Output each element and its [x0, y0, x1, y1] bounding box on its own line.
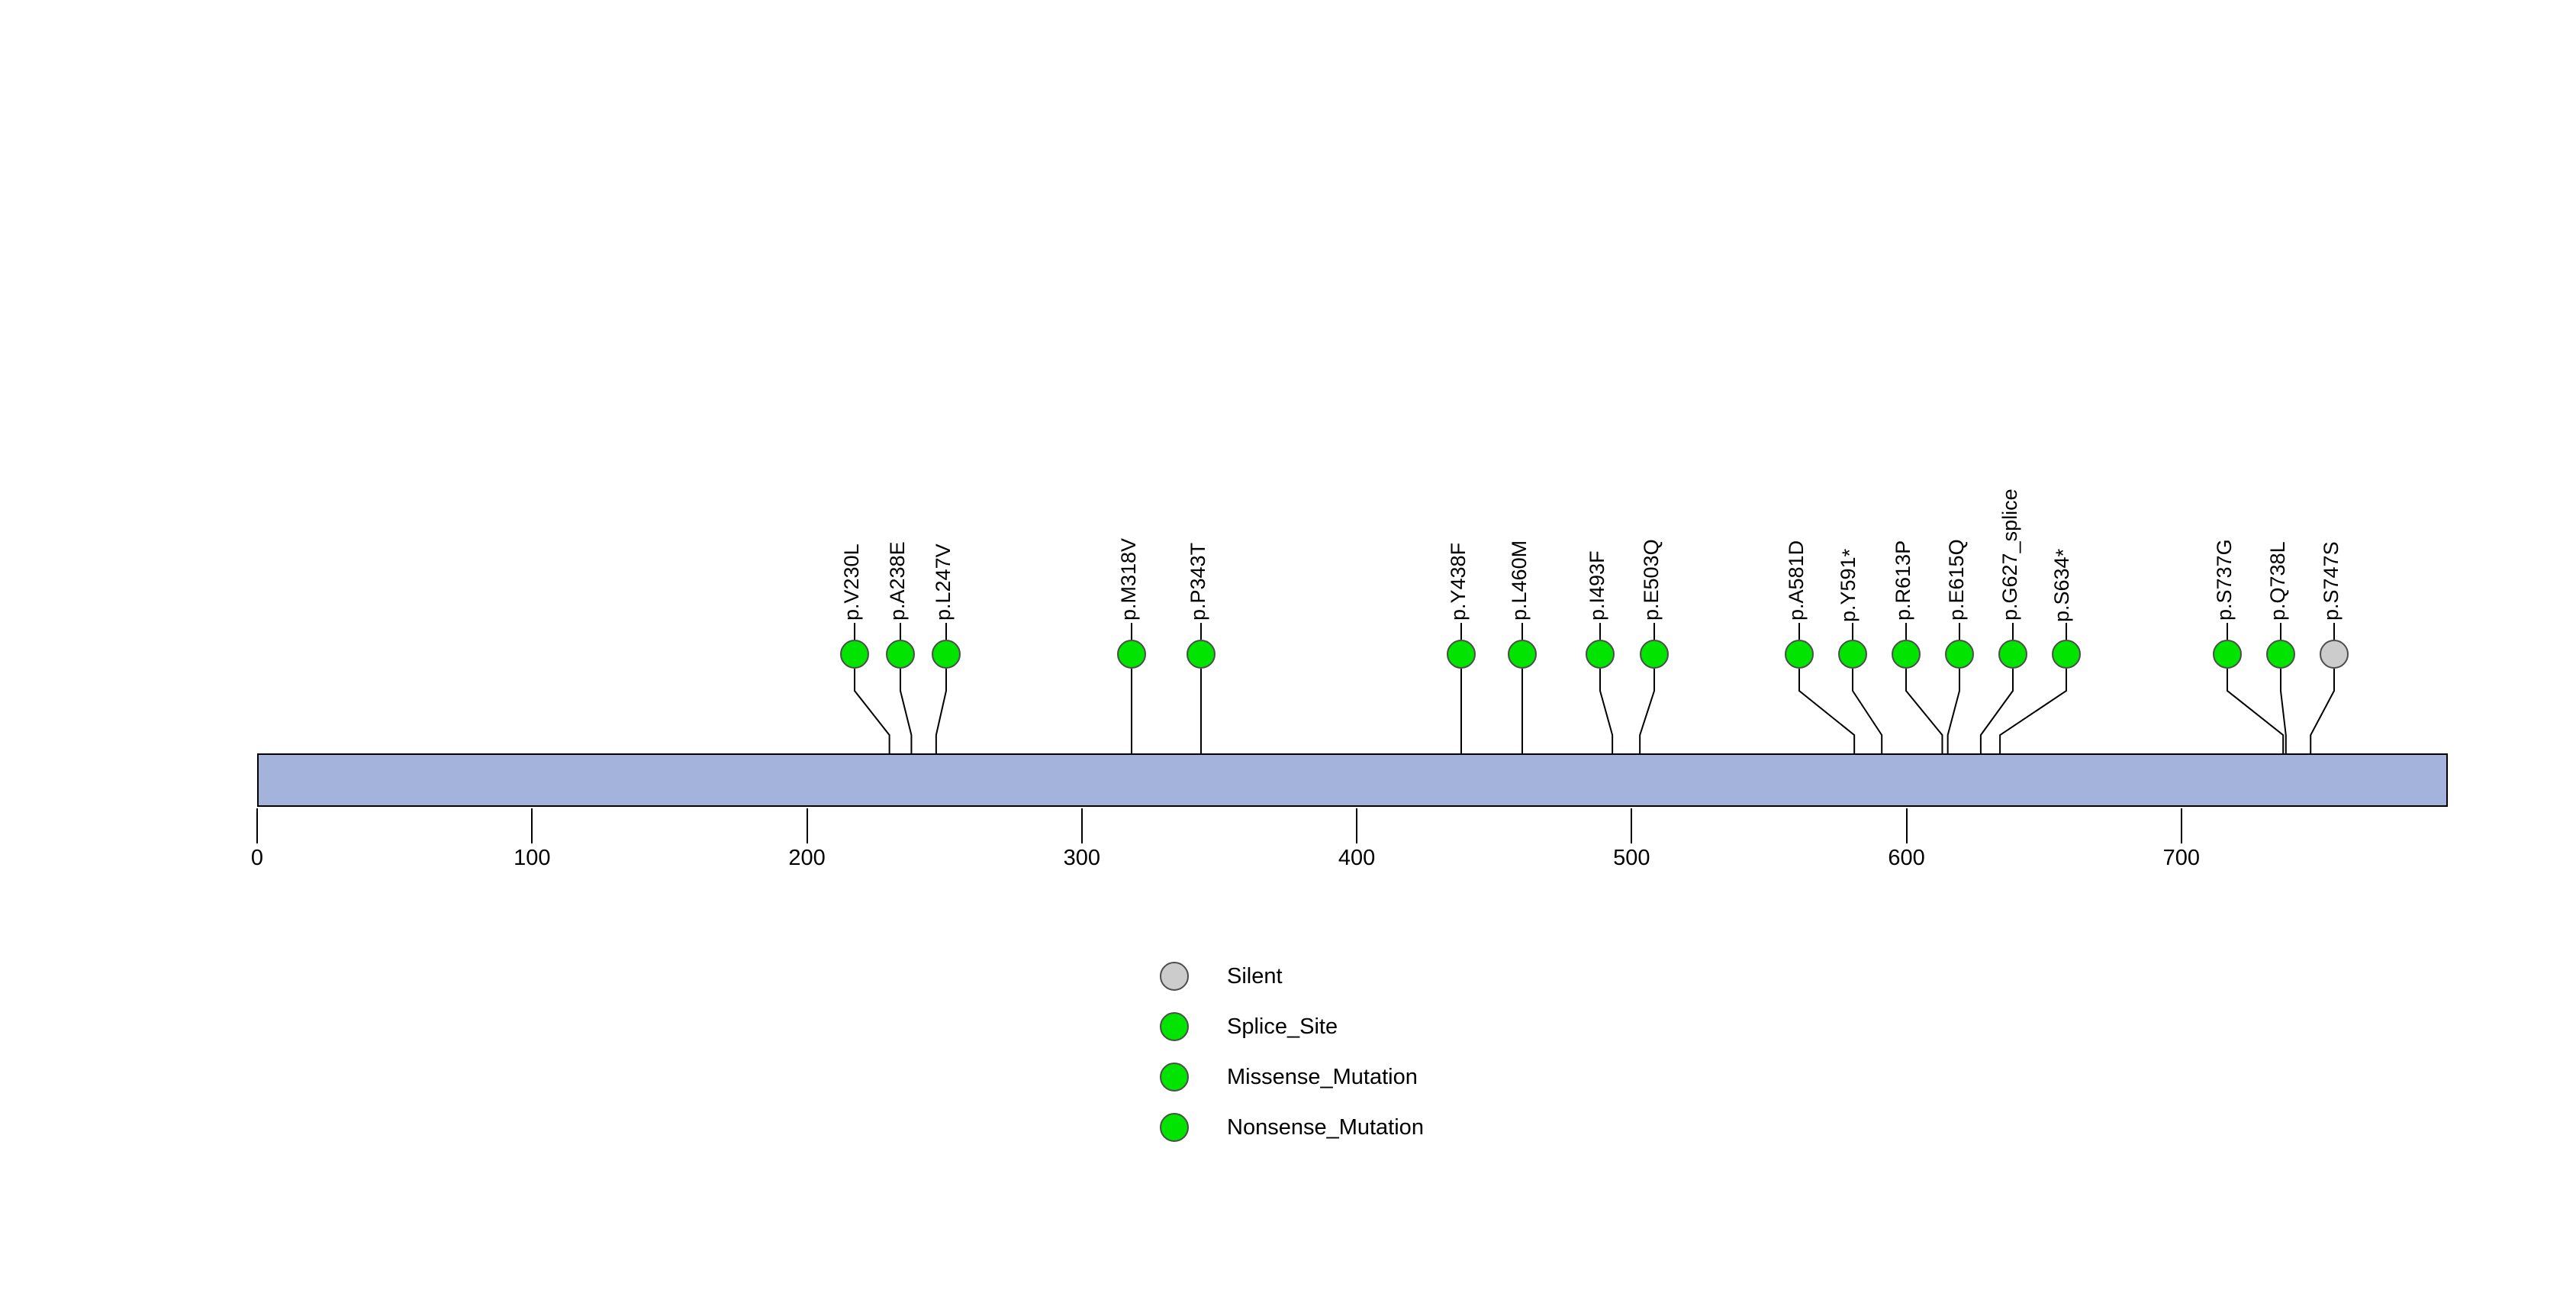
mutation-label: p.Y438F — [1447, 542, 1470, 621]
mutation-label: p.G627_splice — [1998, 489, 2021, 621]
lollipop-head[interactable] — [2266, 640, 2295, 669]
lollipop-head[interactable] — [1892, 640, 1921, 669]
lollipop-head[interactable] — [932, 640, 961, 669]
axis-tick — [1905, 808, 1908, 843]
lollipop-head[interactable] — [2052, 640, 2081, 669]
mutation-label: p.S737G — [2213, 539, 2236, 621]
axis-tick — [806, 808, 808, 843]
lollipop-head[interactable] — [1998, 640, 2027, 669]
mutation-label: p.R613P — [1892, 540, 1914, 621]
lollipop-head[interactable] — [2320, 640, 2349, 669]
axis-tick-label: 600 — [1888, 846, 1925, 870]
lollipop-head[interactable] — [1785, 640, 1814, 669]
axis-tick-label: 500 — [1613, 846, 1650, 870]
axis-tick-label: 100 — [514, 846, 551, 870]
mutation-label: p.V230L — [840, 543, 863, 621]
legend-label: Splice_Site — [1227, 1014, 1338, 1039]
lollipop-head[interactable] — [886, 640, 915, 669]
mutation-label: p.S634* — [2050, 548, 2075, 622]
mutation-label: p.A238E — [886, 541, 909, 621]
axis-tick — [1631, 808, 1633, 843]
lollipop-head[interactable] — [1187, 640, 1216, 669]
mutation-label: p.L460M — [1508, 540, 1531, 621]
axis-tick — [531, 808, 533, 843]
lollipop-head[interactable] — [1640, 640, 1669, 669]
axis-tick-label: 300 — [1063, 846, 1100, 870]
mutation-label: p.P343T — [1187, 542, 1209, 621]
legend-swatch-missense_mutation — [1160, 1063, 1189, 1092]
axis-tick-label: 400 — [1338, 846, 1376, 870]
axis-tick-label: 0 — [250, 846, 264, 870]
lollipop-head[interactable] — [840, 640, 869, 669]
mutation-label: p.M318V — [1117, 537, 1140, 621]
legend-swatch-splice_site — [1160, 1012, 1189, 1041]
mutation-label: p.Y591* — [1837, 548, 1861, 622]
axis-tick-label: 700 — [2162, 846, 2201, 870]
lollipop-head[interactable] — [1945, 640, 1974, 669]
axis-tick — [2180, 808, 2182, 843]
mutation-label: p.A581D — [1785, 540, 1808, 621]
axis-tick — [1356, 808, 1358, 843]
legend-label: Nonsense_Mutation — [1227, 1115, 1424, 1140]
mutation-label: p.E615Q — [1945, 539, 1968, 621]
axis-tick-label: 200 — [788, 846, 826, 870]
mutation-label: p.L247V — [932, 543, 955, 621]
lollipop-head[interactable] — [1447, 640, 1476, 669]
lollipop-head[interactable] — [1838, 640, 1867, 669]
mutation-label: p.I493F — [1586, 550, 1608, 621]
protein-backbone — [257, 753, 2448, 807]
axis-tick — [1080, 808, 1083, 843]
lollipop-head[interactable] — [2213, 640, 2242, 669]
mutation-label: p.S747S — [2320, 541, 2343, 621]
legend-label: Missense_Mutation — [1227, 1065, 1418, 1089]
legend-swatch-nonsense_mutation — [1160, 1113, 1189, 1142]
lollipop-head[interactable] — [1508, 640, 1537, 669]
legend-label: Silent — [1227, 964, 1283, 988]
legend-swatch-silent — [1160, 962, 1189, 991]
lollipop-head[interactable] — [1117, 640, 1146, 669]
mutation-label: p.E503Q — [1640, 539, 1663, 621]
axis-tick — [256, 808, 258, 843]
lollipop-head[interactable] — [1586, 640, 1615, 669]
mutation-label: p.Q738L — [2266, 541, 2289, 621]
